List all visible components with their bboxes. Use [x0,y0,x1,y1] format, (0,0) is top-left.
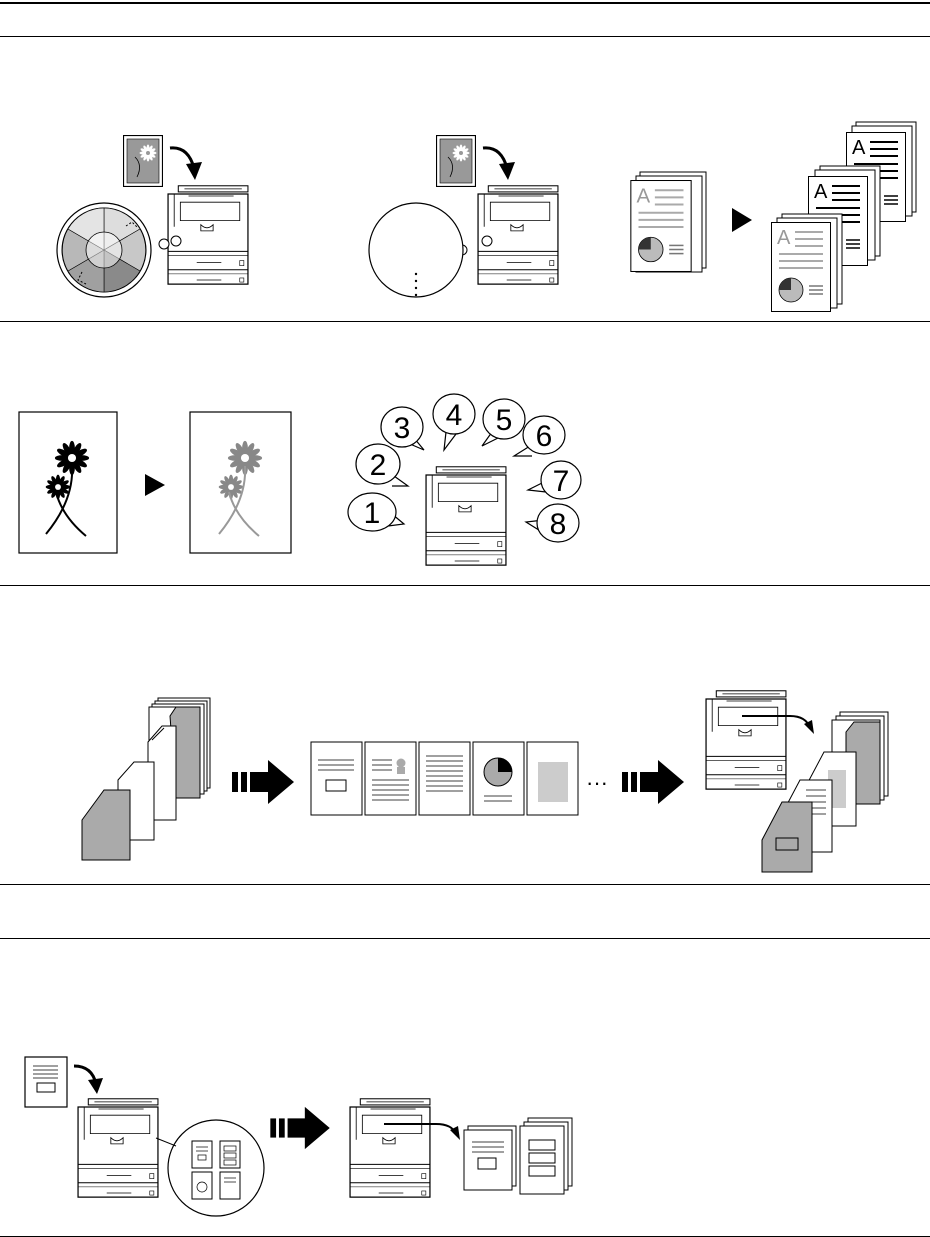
figure-auto-selection [25,1057,572,1216]
figure-batch-scanning: ··· [82,691,888,872]
continuation-ellipsis: ··· [586,770,608,795]
bubble-7: 7 [528,461,581,499]
figure-copy-density-bubbles: 1 2 3 4 5 [348,394,581,565]
figure-color-adjust [57,136,248,298]
figure-multiple-copies [631,122,916,312]
bubble-2: 2 [356,444,408,486]
bubble-label-2: 2 [370,449,387,482]
blank-dial-circle [369,203,463,297]
bubble-label-4: 4 [446,399,463,432]
bubble-8: 8 [526,504,579,542]
bubble-label-6: 6 [536,420,553,453]
figure-sharpness [19,412,291,553]
figure-color-balance [369,136,558,298]
paper-size-circle [168,1120,264,1216]
bubble-label-8: 8 [550,508,567,541]
bubble-5: 5 [482,399,525,446]
bubble-label-7: 7 [553,465,570,498]
bubble-3: 3 [381,407,424,450]
bubble-1: 1 [348,493,404,531]
bubble-label-5: 5 [496,404,513,437]
bubble-label-3: 3 [394,412,411,445]
bubble-label-1: 1 [364,497,381,530]
bubble-4: 4 [433,394,475,450]
